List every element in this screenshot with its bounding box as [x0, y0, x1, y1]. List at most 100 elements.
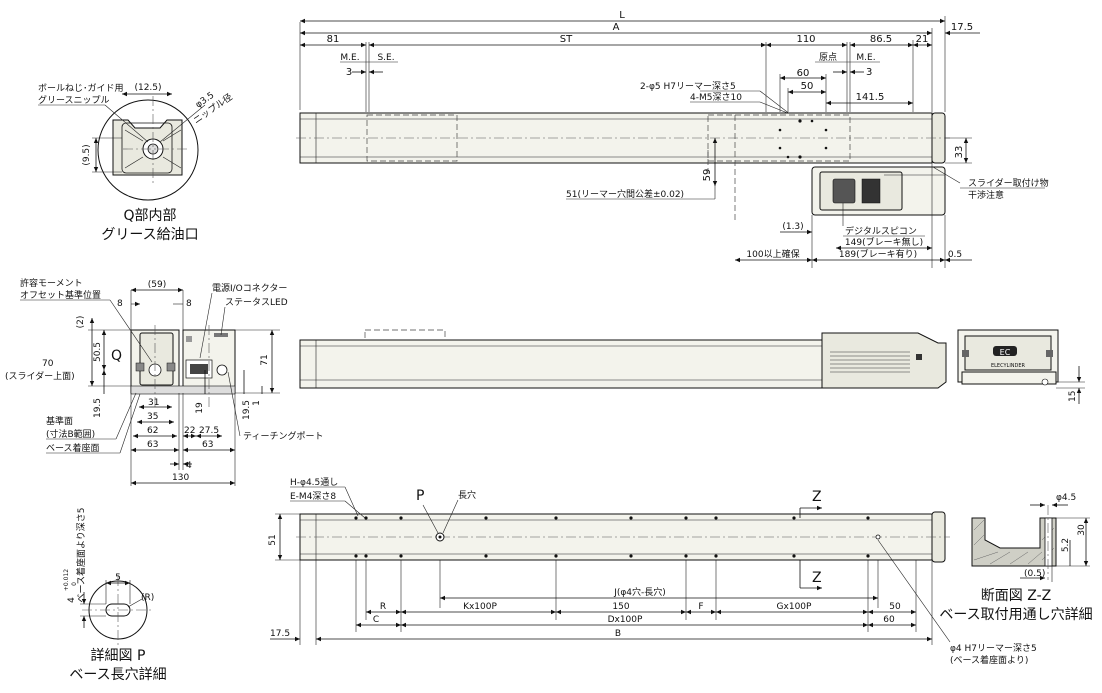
q-note-line1: ボールねじ･ガイド用: [38, 83, 124, 94]
p-detail: 5 (R) 4 +0.012 0 ベース着座面より深さ5 詳細図 P ベース長穴…: [63, 507, 167, 683]
label-origin: 原点: [819, 52, 837, 63]
note-slider-mount: スライダー取付け物: [968, 177, 1049, 189]
zz-dim-5-2: 5.2: [1061, 538, 1071, 552]
end-dim-71: 71: [260, 354, 270, 365]
mounting-hole: [484, 554, 488, 558]
actuator-body-side: [299, 339, 823, 389]
mounting-hole: [792, 516, 796, 520]
dim-Kx100P: Kx100P: [463, 602, 497, 612]
p-caption-2: ベース長穴詳細: [69, 667, 166, 683]
mounting-hole: [684, 516, 688, 520]
dim-150: 150: [612, 602, 629, 612]
end-dim-8b: 8: [186, 299, 192, 309]
end-dim-63b: 63: [202, 440, 213, 450]
slider-top-label: (スライダー上面): [5, 370, 75, 382]
section-z-top: Z: [812, 489, 822, 505]
moment-note-2: オフセット基準位置: [20, 289, 101, 301]
bottom-dim-51: 51: [268, 534, 278, 545]
mounting-hole: [354, 554, 358, 558]
label-se: S.E.: [377, 53, 394, 63]
end-dim-70: 70: [42, 359, 54, 369]
mounting-hole: [484, 516, 488, 520]
top-view: L A 17.5 81 ST 110 86.5 21 M.E. S.E. 3 原…: [296, 10, 1049, 268]
ref-range-label: (寸法B範囲): [46, 428, 95, 440]
dim-3-left: 3: [346, 67, 352, 78]
moment-note-1: 許容モーメント: [20, 277, 83, 289]
dim-33: 33: [954, 146, 965, 159]
mounting-hole: [866, 554, 870, 558]
teaching-port-label: ティーチングポート: [243, 430, 323, 442]
note-digital-speedcon: デジタルスピコン: [845, 225, 917, 237]
zz-caption-1: 断面図 Z-Z: [981, 588, 1051, 604]
p-caption-1: 詳細図 P: [91, 648, 146, 664]
bottom-reamer-note-2: (ベース着座面より): [950, 654, 1028, 666]
dim-21: 21: [916, 34, 929, 45]
mounting-hole: [554, 554, 558, 558]
end-dim-4: 4: [186, 461, 192, 471]
section-zz: φ4.5 30 5.2 (0.5) 断面図 Z-Z ベース取付用通し穴詳細: [939, 493, 1092, 623]
label-me-left: M.E.: [340, 53, 359, 63]
end-view: 許容モーメント オフセット基準位置 (59) 8 8 (2) 電源I/Oコネクタ…: [5, 277, 323, 486]
mounting-hole: [714, 516, 718, 520]
dim-Dx100P: Dx100P: [608, 615, 643, 625]
end-dim-27-5: 27.5: [199, 426, 219, 436]
dim-R: R: [380, 602, 386, 612]
teaching-port: [216, 364, 228, 376]
p-dim-5: 5: [115, 573, 121, 583]
bottom-reamer-note-1: φ4 H7リーマー深さ5: [950, 643, 1037, 654]
end-dim-2: (2): [76, 316, 86, 329]
bottom-view: H-φ4.5通し E-M4深さ8 P 長穴 Z Z 51: [268, 477, 1037, 666]
e-holes-label: E-M4深さ8: [290, 491, 336, 502]
mounting-hole: [866, 516, 870, 520]
power-io-label: 電源I/Oコネクター: [212, 283, 287, 294]
dim-0-5: 0.5: [948, 250, 962, 260]
ref-face-label: 基準面: [46, 415, 73, 427]
dim-86-5: 86.5: [870, 34, 892, 45]
q-dim-9-5: (9.5): [82, 144, 92, 165]
ec-logo: [993, 346, 1017, 356]
side-view: EC ELECYLINDER 15: [299, 329, 1085, 404]
dim-ST: ST: [560, 34, 573, 45]
section-profile: [971, 517, 1057, 567]
dim-141-5: 141.5: [856, 92, 885, 103]
side-dim-15: 15: [1068, 391, 1078, 402]
dim-60: 60: [797, 68, 810, 79]
end-dim-8a: 8: [117, 299, 123, 309]
dim-17-5-bottom: 17.5: [270, 629, 290, 639]
zz-phi-4-5: φ4.5: [1056, 493, 1076, 503]
dim-50: 50: [801, 81, 814, 92]
end-label-q: Q: [111, 348, 122, 364]
mounting-hole: [399, 516, 403, 520]
label-slot: 長穴: [458, 489, 476, 501]
dim-149: 149(ブレーキ無し): [845, 236, 923, 248]
ec-logo-text: EC: [1000, 348, 1011, 357]
mounting-hole: [714, 554, 718, 558]
mounting-hole: [792, 554, 796, 558]
end-dim-50-5: 50.5: [93, 342, 103, 362]
mounting-hole: [554, 516, 558, 520]
base-face-label: ベース着座面: [46, 442, 100, 454]
dim-L: L: [619, 10, 625, 21]
p-dim-4: 4: [67, 597, 77, 603]
end-dim-22: 22: [184, 426, 195, 436]
dim-A: A: [613, 22, 620, 33]
p-depth-note: ベース着座面より深さ5: [75, 507, 87, 602]
mounting-hole: [354, 516, 358, 520]
q-detail: ボールねじ･ガイド用 グリースニップル (12.5) φ3.5 ニップル径 (9…: [38, 83, 235, 243]
dim-60-bottom: 60: [883, 615, 895, 625]
q-caption-2: グリース給油口: [101, 227, 198, 243]
motor-housing: [821, 332, 947, 389]
dim-110: 110: [796, 34, 815, 45]
dim-C: C: [373, 615, 379, 625]
label-p: P: [416, 488, 424, 504]
note-reamer-holes: 2-φ5 H7リーマー深さ5: [640, 81, 736, 92]
mounting-hole: [684, 554, 688, 558]
end-dim-35: 35: [147, 412, 158, 422]
dim-J: J(φ4穴-長穴): [613, 586, 666, 598]
dim-50-bottom: 50: [889, 602, 901, 612]
end-dim-59: (59): [148, 280, 166, 290]
zz-dim-0-5: (0.5): [1024, 569, 1045, 579]
dim-F: F: [698, 602, 703, 612]
dim-189: 189(ブレーキ有り): [839, 248, 917, 260]
